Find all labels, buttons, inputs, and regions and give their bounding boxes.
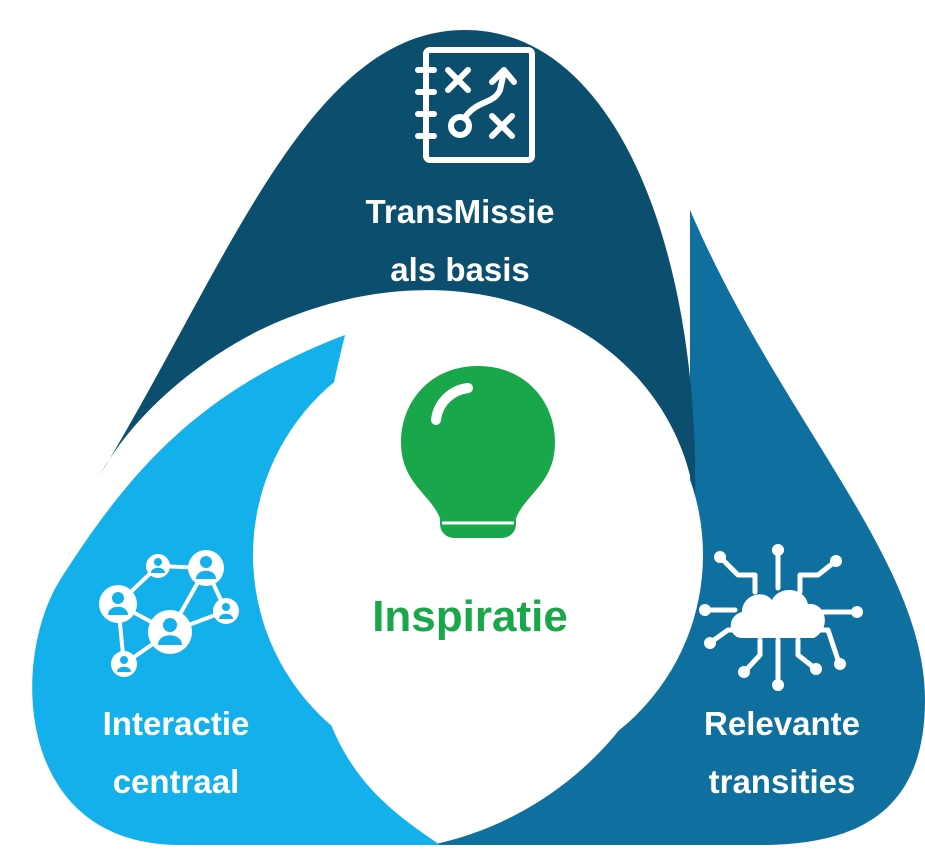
center-label: Inspiratie	[372, 592, 568, 641]
left-segment-line2: centraal	[112, 763, 240, 800]
top-segment-label: TransMissie als basis	[330, 183, 590, 299]
lightbulb-icon	[401, 366, 555, 538]
cloud-network-icon	[699, 544, 863, 691]
top-segment-line1: TransMissie	[365, 193, 555, 230]
right-segment-line1: Relevante	[704, 705, 860, 742]
left-segment-line1: Interactie	[102, 705, 250, 742]
strategy-plan-icon	[415, 47, 535, 163]
left-segment-label: Interactie centraal	[46, 695, 306, 811]
right-segment-label: Relevante transities	[652, 695, 912, 811]
top-segment-line2: als basis	[390, 251, 530, 288]
segment-top	[100, 30, 696, 500]
center-circle	[253, 330, 703, 780]
people-network-icon	[99, 550, 239, 677]
segment-left	[32, 335, 440, 845]
segment-right	[430, 210, 925, 845]
right-segment-line2: transities	[708, 763, 856, 800]
